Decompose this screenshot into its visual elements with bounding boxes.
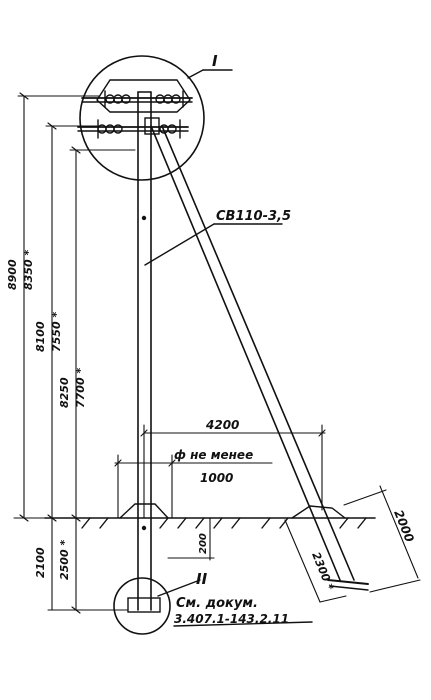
- pole: [137, 91, 152, 611]
- diam-note-label: ф не менее: [174, 448, 253, 462]
- callout-label-1: I: [212, 52, 218, 70]
- doc-reference-line-1: См. докум.: [176, 596, 258, 611]
- dim-8900-label: 8900: [6, 259, 19, 290]
- dim-200-lines: [167, 517, 215, 561]
- dim-2100-label: 2100: [34, 547, 47, 578]
- doc-reference-line-2: 3.407.1-143.2.11: [174, 612, 289, 626]
- dim-4200-lines: [140, 424, 326, 519]
- dim-8350-label: 8350 *: [22, 250, 35, 290]
- callout-label-2: II: [196, 570, 208, 588]
- callout-circle-1: [79, 55, 205, 181]
- lower-crossarm: [77, 117, 189, 139]
- strut-label: СВ110-3,5: [216, 209, 291, 224]
- dim-2000-label: 2000: [391, 508, 416, 544]
- upper-crossarm: [81, 90, 193, 108]
- dim-2500-label: 2500 *: [58, 540, 71, 580]
- dim-7550-label: 7550 *: [50, 312, 63, 352]
- dim-8100-label: 8100: [34, 321, 47, 352]
- callout-circle-2: [113, 577, 171, 635]
- dim-7700-label: 7700 *: [74, 368, 87, 408]
- left-dimensions: [13, 92, 136, 614]
- dim-1000-lines: [114, 454, 273, 519]
- dim-8250-label: 8250: [58, 377, 71, 408]
- dim-1000-label: 1000: [200, 471, 233, 485]
- dim-inclined-lines: [284, 485, 421, 603]
- pole-head: [96, 79, 191, 113]
- dim-200-label: 200: [198, 533, 209, 554]
- dim-4200-label: 4200: [205, 418, 239, 432]
